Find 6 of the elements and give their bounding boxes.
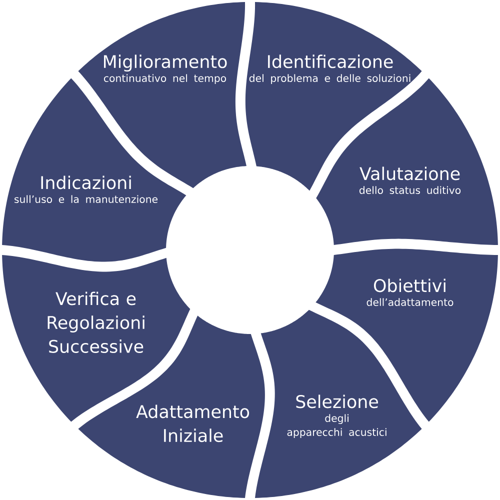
node-label: Miglioramento <box>104 54 227 72</box>
node-label: sull’uso e la manutenzione <box>14 195 158 204</box>
node-label: dell’adattamento <box>366 298 454 306</box>
node-label: Obiettivi <box>374 278 446 292</box>
node-label: Identificazione <box>268 54 393 68</box>
ring-segment: Selezione degli apparecchi acustici <box>255 310 422 498</box>
